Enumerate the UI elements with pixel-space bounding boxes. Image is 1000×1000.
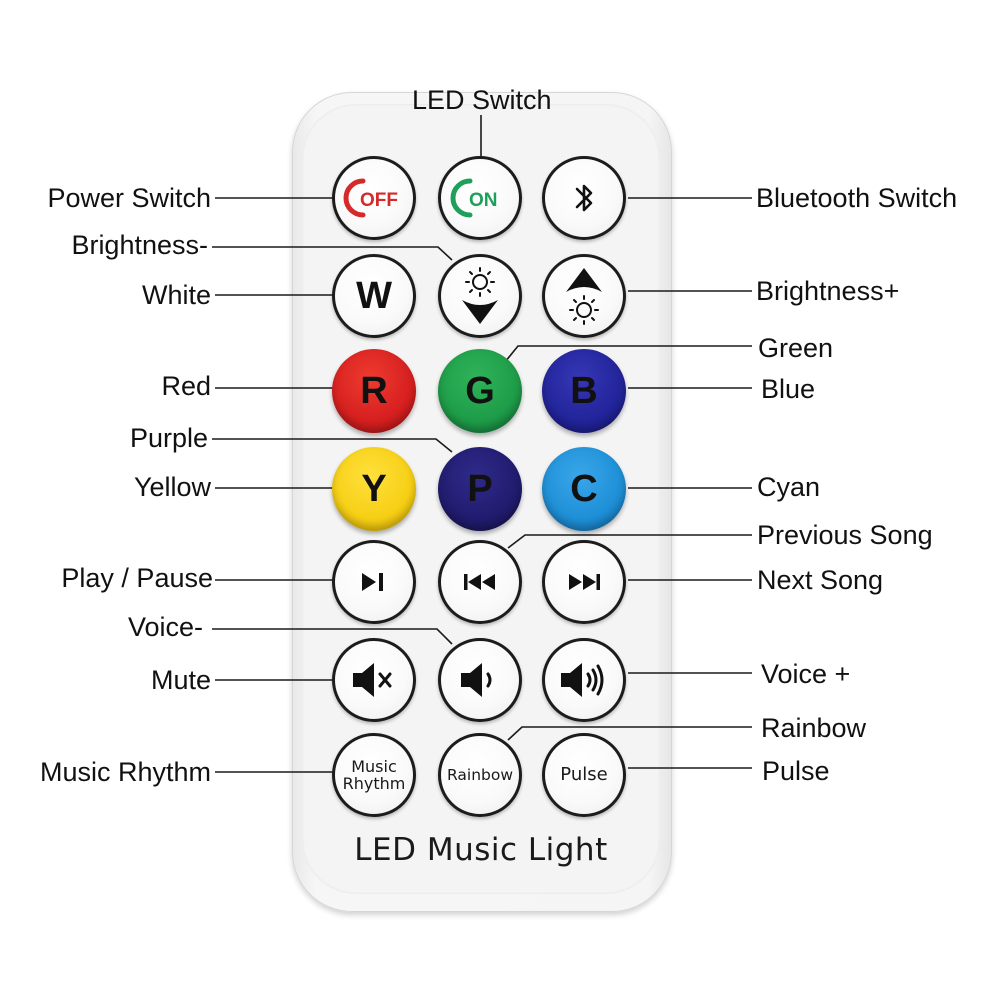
purple-button-text: P [467,467,493,510]
leader-line-voice-minus [212,628,453,645]
leader-line-rainbow [507,726,752,741]
off-text: OFF [360,190,398,211]
label-green: Green [758,333,834,363]
cyan-button-text: C [570,467,598,510]
music-rhythm-button[interactable]: Music Rhythm [332,733,416,817]
blue-button-text: B [570,369,598,412]
leader-line-brightness-minus [212,246,453,261]
label-brightness-minus: Brightness- [71,230,208,260]
music-rhythm-line2: Rhythm [342,774,406,793]
rainbow-button[interactable]: Rainbow [438,733,522,817]
label-purple: Purple [129,423,208,453]
leader-line-green [504,345,752,363]
bluetooth-button[interactable] [542,156,626,240]
leader-line-previous-song [507,534,752,549]
on-text: ON [469,190,498,211]
label-voice-plus: Voice + [761,659,851,689]
label-mute: Mute [150,665,211,695]
brightness-up-icon [566,268,602,325]
label-bluetooth-switch: Bluetooth Switch [756,183,958,213]
previous-song-button[interactable] [438,540,522,624]
music-rhythm-line1: Music [351,757,397,776]
label-rainbow: Rainbow [761,713,867,743]
play-pause-icon [362,573,383,591]
label-next-song: Next Song [757,565,884,595]
voice-down-button[interactable] [438,638,522,722]
voice-up-button[interactable] [542,638,626,722]
label-voice-minus: Voice- [127,612,203,642]
blue-button[interactable]: B [542,349,626,433]
rainbow-button-text: Rainbow [446,766,514,784]
yellow-button[interactable]: Y [332,447,416,531]
label-blue: Blue [761,374,816,404]
music-rhythm-button-text: Music Rhythm [343,758,406,792]
label-brightness-plus: Brightness+ [756,276,900,306]
mute-button[interactable] [332,638,416,722]
brightness-down-icon [462,267,498,324]
red-button[interactable]: R [332,349,416,433]
label-yellow: Yellow [133,472,211,502]
previous-track-icon [464,574,495,590]
label-pulse: Pulse [762,756,830,786]
brand-text: LED Music Light [354,832,608,868]
power-off-icon: OFF [343,178,398,218]
next-track-icon [569,574,600,590]
brightness-up-button[interactable] [542,254,626,338]
white-button[interactable]: W [332,254,416,338]
green-button[interactable]: G [438,349,522,433]
power-on-icon: ON [450,178,498,218]
pulse-button-text: Pulse [560,764,608,785]
mute-icon [353,663,392,697]
label-previous-song: Previous Song [757,520,933,550]
volume-up-icon [561,663,604,697]
yellow-button-text: Y [361,467,387,510]
label-play-pause: Play / Pause [61,563,213,593]
label-red: Red [161,371,211,401]
red-button-text: R [360,369,388,412]
white-button-text: W [356,274,392,317]
label-cyan: Cyan [757,472,821,502]
brightness-down-button[interactable] [438,254,522,338]
bluetooth-icon [575,184,593,212]
green-button-text: G [465,369,495,412]
label-led-switch: LED Switch [412,85,552,115]
label-power-switch: Power Switch [47,183,211,213]
purple-button[interactable]: P [438,447,522,531]
label-white: White [141,280,211,310]
leader-line-purple [212,438,453,453]
pulse-button[interactable]: Pulse [542,733,626,817]
power-off-button[interactable]: OFF [332,156,416,240]
next-song-button[interactable] [542,540,626,624]
label-music-rhythm: Music Rhythm [39,757,211,787]
power-on-button[interactable]: ON [438,156,522,240]
cyan-button[interactable]: C [542,447,626,531]
volume-down-icon [461,663,492,697]
play-pause-button[interactable] [332,540,416,624]
